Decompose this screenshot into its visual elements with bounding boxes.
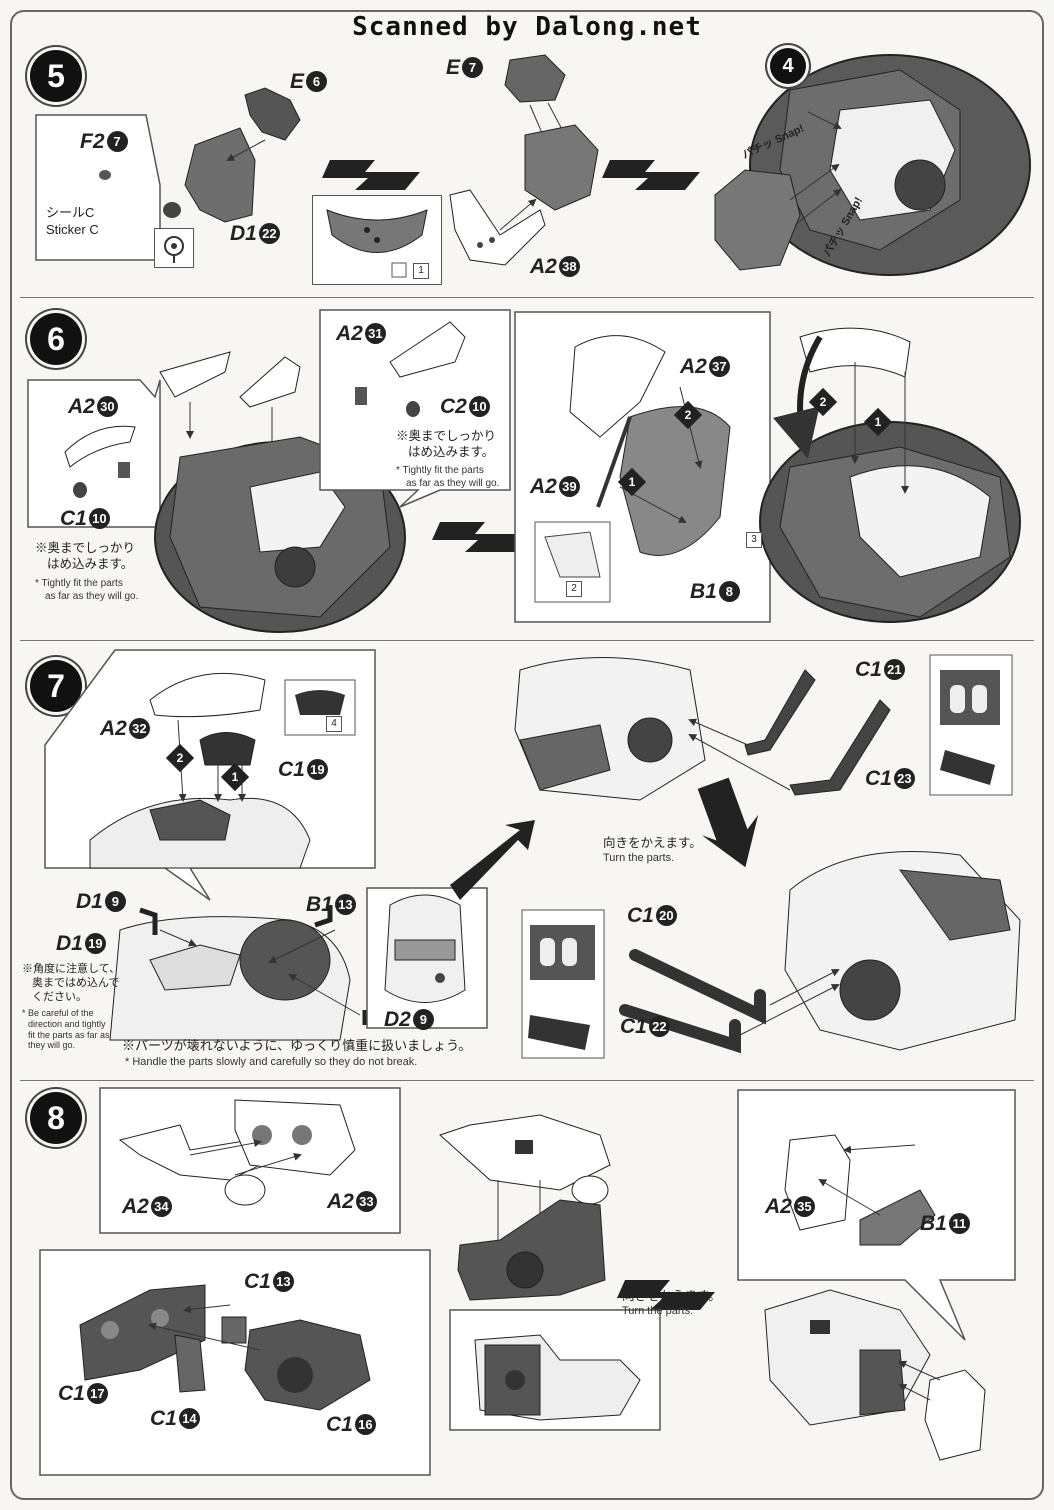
section-divider bbox=[20, 1080, 1034, 1081]
handle-note-en: * Handle the parts slowly and carefully … bbox=[125, 1056, 418, 1068]
step-7-illustration bbox=[44, 649, 1021, 1059]
order-marker-2: 2 bbox=[673, 400, 703, 430]
section-divider bbox=[20, 297, 1034, 298]
turn-note-en: Turn the parts. bbox=[603, 852, 675, 864]
sticker-detail-box bbox=[35, 114, 161, 261]
fit-note-2-jp: ※奥までしっかりはめ込みます。 bbox=[396, 429, 497, 460]
tag-1: 1 bbox=[413, 263, 429, 279]
turn-note-2-jp: 向きをかえます。 bbox=[622, 1289, 721, 1303]
order-marker-2b: 2 bbox=[808, 387, 838, 417]
visor-detail bbox=[326, 209, 428, 278]
assembly-badge-4: 4 bbox=[770, 48, 806, 84]
order-marker-1-s7: 1 bbox=[220, 762, 250, 792]
turn-note-2-en: Turn the parts. bbox=[622, 1305, 694, 1317]
handle-note-jp: ※パーツが壊れないように、ゆっくり慎重に扱いましょう。 bbox=[122, 1038, 472, 1053]
tag-4: 4 bbox=[326, 716, 342, 732]
step-5-badge: 5 bbox=[30, 50, 82, 102]
order-marker-1b: 1 bbox=[863, 407, 893, 437]
tag-2: 2 bbox=[566, 581, 582, 597]
sticker-callout bbox=[35, 114, 161, 261]
step-6-badge: 6 bbox=[30, 313, 82, 365]
order-marker-2-s7: 2 bbox=[165, 743, 195, 773]
turn-note-jp: 向きをかえます。 bbox=[603, 836, 702, 850]
tag-3: 3 bbox=[746, 532, 762, 548]
angle-note-jp: ※角度に注意して、奥まではめ込んでください。 bbox=[22, 963, 121, 1003]
order-marker-1: 1 bbox=[617, 467, 647, 497]
sticker-icon bbox=[164, 236, 184, 263]
step-8-badge: 8 bbox=[30, 1092, 82, 1144]
step-5-illustration bbox=[99, 54, 1031, 276]
page-frame bbox=[10, 10, 1044, 1500]
step-7-badge: 7 bbox=[30, 660, 82, 712]
step-8-illustration bbox=[39, 1087, 1016, 1476]
section-divider bbox=[20, 640, 1034, 641]
fit-note-jp: ※奥までしっかりはめ込みます。 bbox=[35, 541, 136, 572]
watermark: Scanned by Dalong.net bbox=[352, 12, 702, 42]
step-6-illustration bbox=[27, 309, 1021, 633]
